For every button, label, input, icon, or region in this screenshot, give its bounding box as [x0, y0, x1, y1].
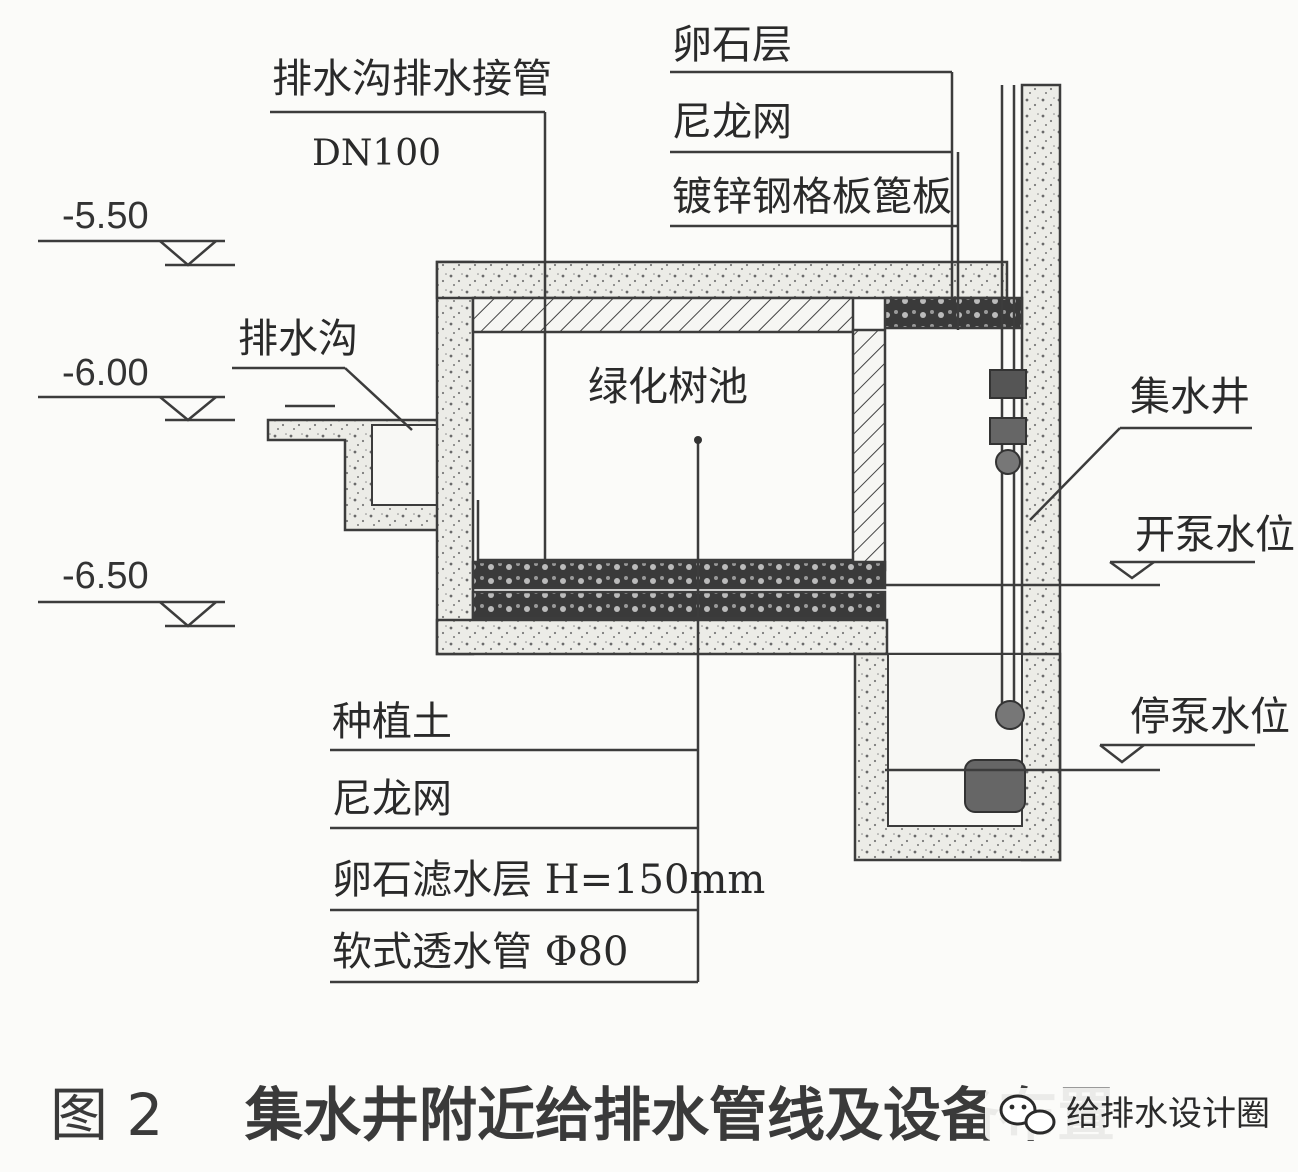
caption-prefix: 图 2 — [50, 1081, 163, 1149]
pump-head-icon — [995, 700, 1025, 730]
drain-ditch — [266, 404, 442, 532]
elevation-marker-1: -5.50 — [38, 195, 235, 267]
label-nylon-mesh-bottom: 尼龙网 — [332, 776, 452, 822]
leaders-top — [232, 70, 960, 562]
leaders-bottom — [330, 436, 702, 984]
label-nylon-mesh-top: 尼龙网 — [672, 99, 792, 145]
elevation-marker-2: -6.00 — [38, 352, 235, 422]
label-gravel-layer-top: 卵石层 — [672, 22, 792, 68]
elevation-marker-3: -6.50 — [38, 555, 235, 628]
wechat-icon — [999, 1094, 1056, 1135]
label-sump: 集水井 — [1130, 374, 1250, 420]
label-planting-soil: 种植土 — [332, 699, 452, 745]
tree-pool-walls — [435, 260, 1009, 656]
label-steel-plate: 镀锌钢格板篦板 — [672, 174, 952, 220]
label-drain-pipe: 排水沟排水接管 — [272, 56, 552, 102]
label-green-tree-pool: 绿化树池 — [588, 364, 748, 410]
label-drain-pipe-size: DN100 — [312, 133, 441, 174]
watermark-text: 给排水设计圈 — [1066, 1094, 1270, 1134]
leaders-right — [885, 426, 1255, 772]
valve-icon — [989, 369, 1027, 399]
caption-text: 集水井附近给排水管线及设备布置 — [244, 1081, 1115, 1149]
svg-text:-6.50: -6.50 — [62, 555, 149, 597]
label-pump-off-level: 停泵水位 — [1130, 694, 1290, 740]
label-soft-drain-pipe: 软式透水管 Φ80 — [332, 929, 628, 975]
pump-icon — [964, 759, 1026, 813]
label-gravel-filter-layer: 卵石滤水层 H=150mm — [332, 857, 765, 903]
label-drain-ditch: 排水沟 — [238, 316, 358, 362]
watermark: 给排水设计圈 — [985, 1088, 1277, 1140]
svg-text:-5.50: -5.50 — [62, 195, 149, 237]
svg-text:-6.00: -6.00 — [62, 352, 149, 394]
label-pump-on-level: 开泵水位 — [1135, 512, 1295, 558]
check-valve-icon — [989, 417, 1027, 445]
sump-well — [853, 83, 1062, 862]
fitting-icon — [995, 449, 1021, 475]
